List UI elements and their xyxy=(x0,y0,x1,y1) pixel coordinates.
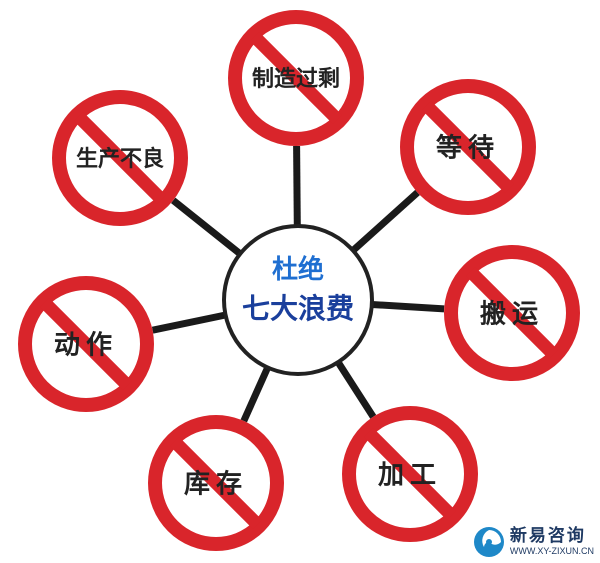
waste-label-processing: 加工 xyxy=(378,460,442,490)
prohibition-slash-icon xyxy=(73,111,167,205)
waste-label-defects: 生产不良 xyxy=(76,146,164,172)
waste-node-transport: 搬运 xyxy=(444,245,580,381)
waste-label-overproduction: 制造过剩 xyxy=(252,67,340,92)
hub-title-line2: 七大浪费 xyxy=(242,292,354,325)
waste-node-overproduction: 制造过剩 xyxy=(228,10,364,146)
connector-overproduction xyxy=(293,145,301,227)
prohibition-slash-icon xyxy=(465,266,559,360)
waste-node-waiting: 等待 xyxy=(400,79,536,215)
watermark-name: 新易咨询 xyxy=(509,526,586,546)
waste-label-transport: 搬运 xyxy=(480,298,544,329)
connector-motion xyxy=(151,311,227,334)
waste-node-defects: 生产不良 xyxy=(52,90,188,226)
center-hub: 杜绝 七大浪费 xyxy=(222,224,374,376)
waste-node-inventory: 库存 xyxy=(148,415,284,551)
connector-processing xyxy=(335,360,377,419)
hub-circle xyxy=(222,224,374,376)
prohibition-slash-icon xyxy=(363,427,457,521)
watermark: 新易咨询 WWW.XY-ZIXUN.CN xyxy=(472,525,594,559)
waste-label-inventory: 库存 xyxy=(184,469,248,499)
watermark-url: WWW.XY-ZIXUN.CN xyxy=(509,546,594,556)
prohibition-slash-icon xyxy=(169,436,263,530)
waste-label-waiting: 等待 xyxy=(436,132,500,163)
swirl-logo-icon xyxy=(473,527,504,557)
prohibition-slash-icon xyxy=(39,297,133,391)
connectors xyxy=(151,145,445,423)
waste-label-motion: 动作 xyxy=(54,330,118,360)
connector-transport xyxy=(371,301,445,313)
waste-node-processing: 加工 xyxy=(342,406,478,542)
connector-waiting xyxy=(350,189,420,254)
prohibition-slash-icon xyxy=(249,31,343,125)
waste-node-motion: 动作 xyxy=(18,276,154,412)
connector-defects xyxy=(171,197,243,257)
connector-inventory xyxy=(240,366,271,423)
hub-title-line1: 杜绝 xyxy=(272,254,324,285)
prohibition-slash-icon xyxy=(421,100,515,194)
